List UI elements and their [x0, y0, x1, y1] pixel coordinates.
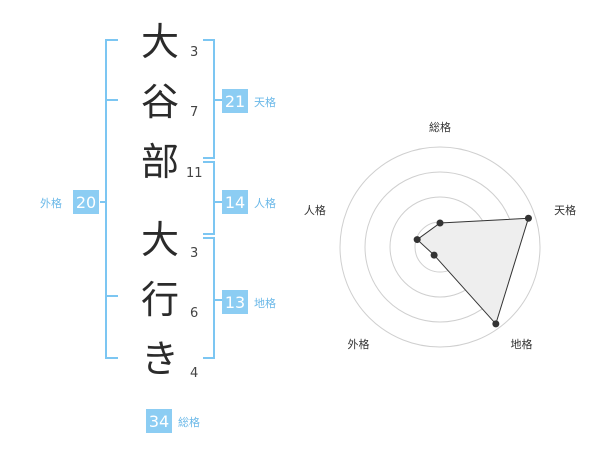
surname-strokes-1: 3: [190, 45, 198, 60]
surname-char-2: 谷: [141, 80, 179, 124]
radar-axis-label: 総格: [429, 120, 451, 134]
jinkaku-label: 人格: [254, 196, 276, 210]
tenkaku-bracket: [203, 39, 222, 159]
gaikaku-value: 20: [76, 193, 96, 212]
given-strokes-1: 3: [190, 246, 198, 261]
radar-axis-label: 天格: [554, 203, 576, 217]
soukaku-value: 34: [149, 412, 169, 431]
surname-char-3: 部: [141, 140, 179, 184]
given-char-2: 行: [141, 278, 179, 322]
tenkaku-label: 天格: [254, 95, 276, 109]
jinkaku-value: 14: [225, 193, 245, 212]
radar-point: [524, 214, 532, 222]
surname-char-1: 大: [141, 20, 179, 64]
given-strokes-2: 6: [190, 306, 198, 321]
radar-point: [413, 236, 421, 244]
chikaku-bracket: [203, 237, 222, 359]
radar-value-polygon: [416, 217, 530, 325]
given-char-3: き: [141, 337, 179, 381]
tenkaku-badge: [222, 89, 248, 113]
surname-strokes-2: 7: [190, 105, 198, 120]
gaikaku-badge: [73, 190, 99, 214]
soukaku-label: 総格: [178, 415, 200, 429]
given-strokes-3: 4: [190, 366, 198, 381]
radar-point: [492, 320, 500, 328]
given-char-1: 大: [141, 218, 179, 262]
radar-axis-label: 外格: [347, 337, 369, 351]
surname-strokes-3: 11: [186, 166, 203, 181]
radar-point: [430, 251, 438, 259]
gaikaku-label: 外格: [40, 196, 62, 210]
jinkaku-badge: [222, 190, 248, 214]
radar-axis-label: 人格: [304, 203, 326, 217]
radar-point: [436, 219, 444, 227]
tenkaku-value: 21: [225, 92, 245, 111]
chikaku-badge: [222, 290, 248, 314]
chikaku-value: 13: [225, 293, 245, 312]
jinkaku-bracket: [203, 161, 222, 235]
radar-axis-label: 地格: [511, 337, 533, 351]
gaikaku-bracket: [100, 39, 118, 359]
radar-ring: [339, 146, 541, 348]
chikaku-label: 地格: [254, 296, 276, 310]
soukaku-badge: [146, 409, 172, 433]
